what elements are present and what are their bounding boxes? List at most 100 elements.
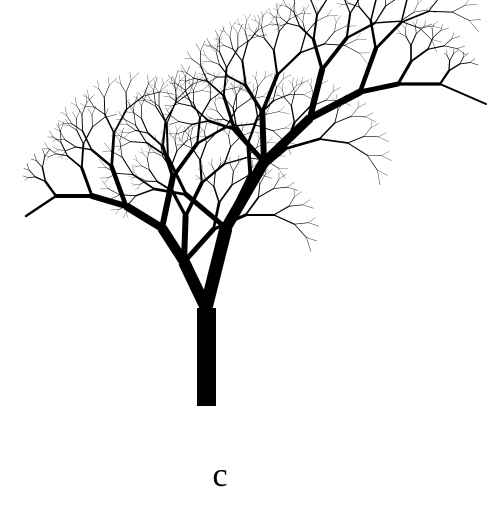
branch-segment: [59, 130, 66, 141]
branch-segment: [123, 111, 128, 114]
branch-segment: [205, 73, 207, 81]
branch-segment: [179, 75, 187, 81]
branch-segment: [302, 11, 305, 22]
branch-segment: [349, 0, 360, 15]
branch-segment: [24, 194, 58, 218]
branch-segment: [198, 168, 203, 172]
branch-segment: [82, 95, 89, 99]
branch-segment: [275, 3, 279, 10]
branch-segment: [178, 133, 180, 140]
branch-segment: [207, 105, 212, 110]
branch-segment: [199, 64, 208, 82]
branch-segment: [381, 155, 392, 161]
branch-segment: [278, 111, 290, 114]
branch-segment: [236, 98, 251, 110]
branch-segment: [123, 202, 165, 232]
branch-segment: [345, 12, 352, 39]
branch-segment: [249, 34, 256, 36]
branch-segment: [323, 43, 346, 46]
branch-segment: [129, 105, 134, 113]
branch-segment: [265, 159, 279, 169]
branch-segment: [135, 124, 148, 144]
branch-segment: [309, 99, 327, 108]
branch-segment: [302, 6, 305, 13]
branch-segment: [192, 102, 201, 119]
branch-segment: [126, 100, 134, 110]
branch-segment: [124, 136, 126, 140]
branch-segment: [428, 0, 439, 12]
branch-segment: [53, 149, 59, 153]
branch-segment: [432, 20, 439, 27]
branch-segment: [214, 96, 216, 104]
branch-segment: [146, 145, 151, 148]
branch-segment: [288, 196, 295, 207]
branch-segment: [175, 80, 181, 91]
branch-segment: [307, 66, 326, 121]
branch-segment: [179, 74, 181, 81]
branch-segment: [213, 172, 216, 187]
branch-segment: [161, 119, 167, 148]
branch-segment: [122, 132, 129, 134]
branch-segment: [178, 137, 183, 142]
branch-segment: [158, 105, 167, 122]
branch-segment: [66, 146, 77, 151]
branch-segment: [24, 177, 29, 181]
branch-segment: [125, 103, 130, 106]
branch-segment: [244, 196, 260, 216]
branch-segment: [52, 146, 59, 151]
branch-segment: [80, 166, 94, 198]
branch-segment: [232, 89, 237, 97]
branch-segment: [175, 92, 190, 104]
branch-segment: [247, 23, 251, 30]
branch-segment: [146, 87, 148, 94]
branch-segment: [135, 187, 139, 190]
branch-segment: [419, 25, 433, 29]
branch-segment: [172, 76, 177, 85]
branch-segment: [167, 74, 175, 84]
branch-segment: [163, 78, 170, 85]
branch-segment: [133, 166, 137, 169]
branch-segment: [205, 132, 217, 144]
branch-segment: [178, 71, 186, 73]
branch-segment: [252, 27, 258, 38]
branch-segment: [334, 109, 339, 124]
branch-segment: [98, 88, 105, 98]
branch-segment: [277, 3, 283, 10]
branch-segment: [103, 97, 106, 115]
branch-segment: [363, 136, 379, 138]
branch-segment: [182, 80, 187, 86]
branch-segment: [85, 93, 88, 103]
branch-segment: [339, 4, 343, 8]
branch-segment: [72, 112, 77, 119]
branch-segment: [202, 171, 207, 180]
branch-segment: [334, 21, 337, 33]
branch-segment: [350, 107, 359, 117]
branch-segment: [136, 92, 138, 99]
branch-segment: [222, 94, 237, 131]
branch-segment: [53, 127, 60, 132]
branch-segment: [251, 126, 257, 133]
branch-segment: [92, 85, 99, 90]
branch-segment: [65, 106, 67, 116]
branch-segment: [239, 24, 246, 31]
branch-segment: [348, 3, 360, 8]
branch-segment: [451, 11, 470, 21]
branch-segment: [122, 212, 127, 219]
branch-segment: [214, 38, 219, 41]
branch-segment: [246, 141, 253, 180]
branch-segment: [257, 132, 260, 139]
branch-segment: [193, 80, 198, 91]
branch-segment: [347, 142, 368, 156]
branch-segment: [255, 78, 259, 87]
branch-segment: [154, 80, 156, 87]
branch-segment: [438, 69, 451, 86]
branch-segment: [305, 21, 317, 35]
branch-segment: [216, 123, 219, 133]
branch-segment: [347, 135, 365, 144]
branch-segment: [344, 45, 360, 54]
branch-segment: [204, 60, 211, 63]
branch-segment: [257, 188, 275, 198]
branch-segment: [374, 5, 387, 24]
branch-segment: [42, 149, 46, 157]
branch-segment: [284, 97, 292, 107]
